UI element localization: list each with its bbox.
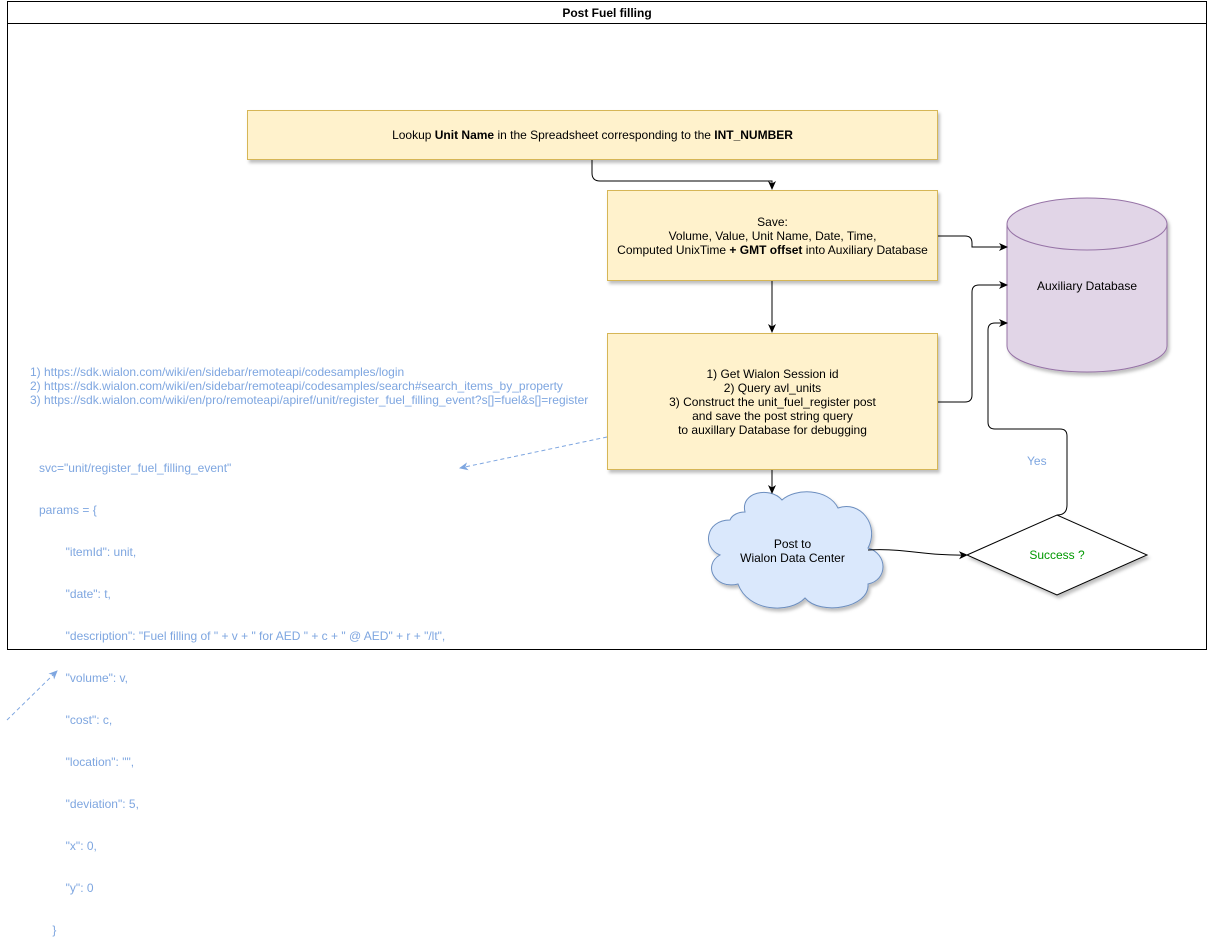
wialon-session-process-box[interactable]: 1) Get Wialon Session id 2) Query avl_un… [607,333,938,470]
code-line: "deviation": 5, [39,797,139,811]
save-to-auxiliary-box[interactable]: Save: Volume, Value, Unit Name, Date, Ti… [607,190,938,281]
decision-label: Success ? [1029,548,1085,562]
reference-links: 1) https://sdk.wialon.com/wiki/en/sideba… [30,365,588,407]
wialon-cloud-shape[interactable] [708,491,884,609]
edge-lookup-to-save [591,160,776,190]
code-note: svc="unit/register_fuel_filling_event" p… [39,433,445,951]
edge-process-to-code-dashed [459,436,608,471]
code-line: svc="unit/register_fuel_filling_event" [39,461,232,475]
code-line: "x": 0, [39,839,97,853]
lookup-unit-name-box[interactable]: Lookup Unit Name in the Spreadsheet corr… [247,110,938,160]
edge-yes-to-database [987,319,1068,516]
lookup-text: Lookup Unit Name in the Spreadsheet corr… [392,128,793,142]
edge-orphan-dashed [6,670,58,721]
cloud-label: Post to Wialon Data Center [740,537,845,565]
code-line: "cost": c, [39,713,113,727]
reference-link[interactable]: 1) https://sdk.wialon.com/wiki/en/sideba… [30,365,405,379]
code-line: } [39,923,57,937]
auxiliary-database-cylinder[interactable] [1006,197,1168,373]
code-line: "location": "", [39,755,135,769]
save-text: Save: Volume, Value, Unit Name, Date, Ti… [617,214,928,257]
edge-process-to-database [938,281,1008,403]
pool-title: Post Fuel filling [7,1,1207,24]
code-line: "itemId": unit, [39,545,137,559]
code-line: "y": 0 [39,881,94,895]
diagram-canvas [6,160,1168,721]
reference-link[interactable]: 3) https://sdk.wialon.com/wiki/en/pro/re… [30,393,589,407]
code-line: "description": "Fuel filling of " + v + … [39,629,446,643]
code-line: "volume": v, [39,671,128,685]
edge-save-to-database [938,235,1008,251]
database-label: Auxiliary Database [1036,279,1138,293]
edge-yes-label: Yes [1027,454,1047,468]
code-line: params = { [39,503,97,517]
code-line: "date": t, [39,587,111,601]
process-text: 1) Get Wialon Session id 2) Query avl_un… [669,366,876,437]
reference-link[interactable]: 2) https://sdk.wialon.com/wiki/en/sideba… [30,379,563,393]
success-decision-diamond[interactable] [965,514,1149,596]
edge-cloud-to-decision [867,549,968,560]
